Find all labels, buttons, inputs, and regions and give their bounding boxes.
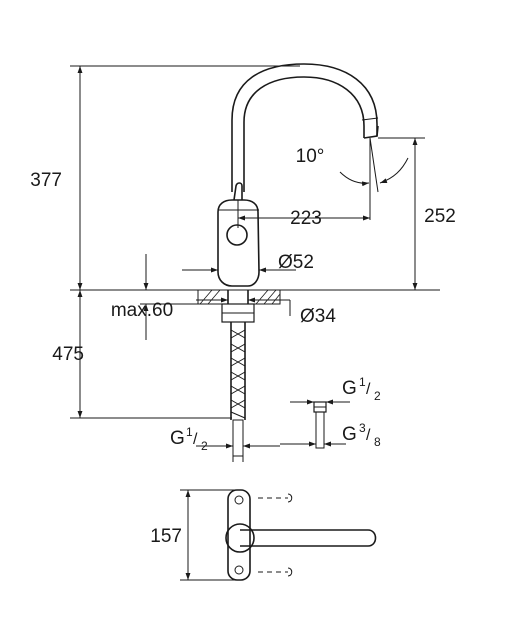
dim-475-label: 475 — [52, 344, 84, 365]
dim-max60-label: max.60 — [111, 300, 173, 321]
svg-text:/: / — [193, 431, 198, 448]
thread-label-bottom: G 3 / 8 — [342, 421, 381, 449]
thread-label-top: G 1 / 2 — [342, 375, 381, 403]
supply-hose — [230, 322, 246, 457]
svg-text:/: / — [366, 427, 371, 444]
dim-157-label: 157 — [150, 526, 182, 547]
svg-text:G: G — [170, 428, 185, 449]
dim-223-label: 223 — [290, 208, 322, 229]
svg-text:2: 2 — [201, 439, 208, 453]
dim-d34-label: Ø34 — [300, 306, 336, 327]
deck-section — [197, 289, 281, 323]
svg-text:3: 3 — [359, 421, 366, 435]
dim-angle-label: 10° — [296, 146, 325, 167]
thread-label-hose: G 1 / 2 — [170, 425, 208, 453]
svg-text:/: / — [366, 381, 371, 398]
svg-text:G: G — [342, 378, 357, 399]
dim-252-label: 252 — [424, 206, 456, 227]
svg-text:1: 1 — [186, 425, 193, 439]
valve-fitting — [313, 401, 327, 449]
dim-377-label: 377 — [30, 170, 62, 191]
dim-d52-label: Ø52 — [278, 252, 314, 273]
svg-text:8: 8 — [374, 435, 381, 449]
top-view: 157 — [150, 489, 377, 581]
svg-text:1: 1 — [359, 375, 366, 389]
svg-text:2: 2 — [374, 389, 381, 403]
svg-text:G: G — [342, 424, 357, 445]
